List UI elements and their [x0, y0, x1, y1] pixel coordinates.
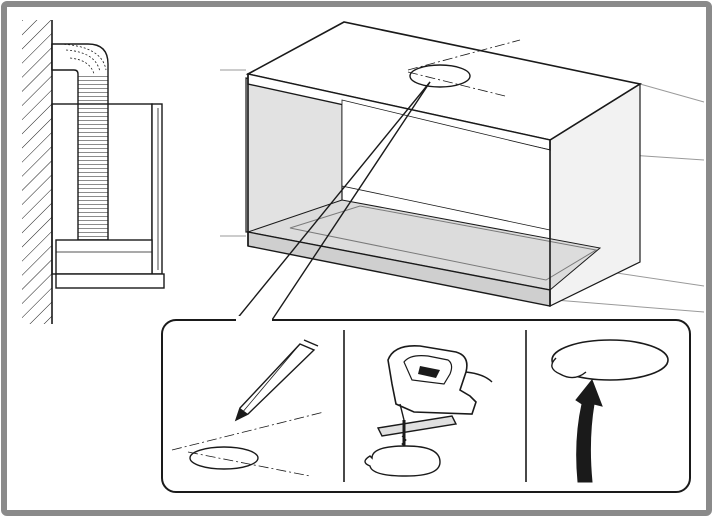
step-cut — [364, 344, 493, 477]
flexible-duct-icon — [51, 43, 109, 241]
wall-cabinet-icon — [220, 21, 705, 313]
steps-panel — [161, 316, 691, 493]
cut-circle — [364, 445, 441, 477]
cooker-hood-side-icon — [55, 239, 165, 289]
side-view — [22, 20, 165, 324]
pencil-icon — [234, 339, 319, 422]
lift-arrow-icon — [575, 379, 603, 483]
cutout-circle-icon — [407, 39, 521, 97]
marked-circle — [189, 446, 259, 470]
step-mark — [171, 339, 325, 477]
callout-lines — [235, 81, 431, 321]
step-remove — [551, 339, 669, 483]
jigsaw-icon — [376, 344, 493, 462]
wall-hatching-icon — [22, 20, 53, 324]
